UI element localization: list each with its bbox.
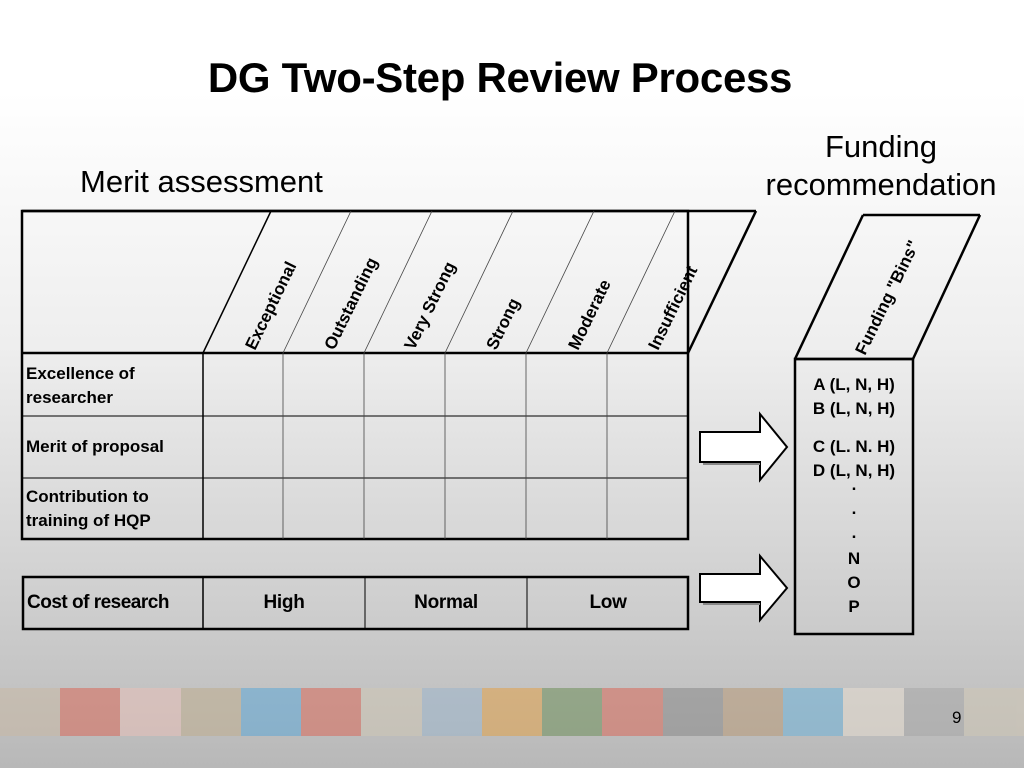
- criterion-excellence-of-researcher: Excellence of researcher: [26, 364, 135, 407]
- rating-exceptional: Exceptional: [242, 259, 301, 353]
- rating-strong: Strong: [483, 295, 524, 353]
- merit-table-header-right: [686, 210, 758, 354]
- arrow-right-icon: [699, 411, 789, 483]
- funding-bins-box: [793, 213, 982, 636]
- cost-level-low: Low: [589, 592, 627, 613]
- slide-title: DG Two-Step Review Process: [207, 54, 793, 101]
- bin-ellipsis-dot: .: [851, 475, 857, 494]
- merit-table: [20, 209, 758, 541]
- rating-insufficient: Insufficient: [645, 263, 702, 353]
- bin-c: C (L. N. H): [812, 437, 896, 456]
- bin-d: D (L, N, H): [812, 461, 896, 480]
- funding-bins-list: A (L, N, H) B (L, N, H) C (L. N. H) D (L…: [795, 373, 913, 619]
- funding-bins-label: Funding "Bins": [852, 237, 924, 357]
- arrow-right-icon: [699, 553, 789, 623]
- cost-table: [21, 575, 690, 631]
- rating-moderate: Moderate: [565, 276, 615, 352]
- cost-level-normal: Normal: [414, 592, 478, 613]
- bin-a: A (L, N, H): [813, 375, 895, 394]
- cost-of-research-label: Cost of research: [27, 592, 169, 613]
- bin-ellipsis-dot: .: [851, 499, 857, 518]
- bin-o: O: [847, 573, 861, 592]
- merit-table-column-dividers: [282, 210, 676, 539]
- criterion-contribution-to-training: Contribution to training of HQP: [26, 487, 151, 530]
- criterion-merit-of-proposal: Merit of proposal: [26, 437, 164, 456]
- bin-n: N: [847, 549, 861, 568]
- footer-image-strip: [0, 688, 1024, 736]
- funding-recommendation-heading: Funding recommendation: [765, 129, 997, 202]
- cost-level-high: High: [263, 592, 305, 613]
- rating-outstanding: Outstanding: [321, 254, 382, 352]
- bin-b: B (L, N, H): [812, 399, 896, 418]
- page-number: 9: [952, 708, 962, 727]
- bin-ellipsis-dot: .: [851, 523, 857, 542]
- merit-assessment-heading: Merit assessment: [80, 164, 323, 199]
- bin-p: P: [848, 597, 860, 616]
- merit-table-slant-divider: [202, 210, 272, 354]
- rating-very-strong: Very Strong: [401, 259, 460, 353]
